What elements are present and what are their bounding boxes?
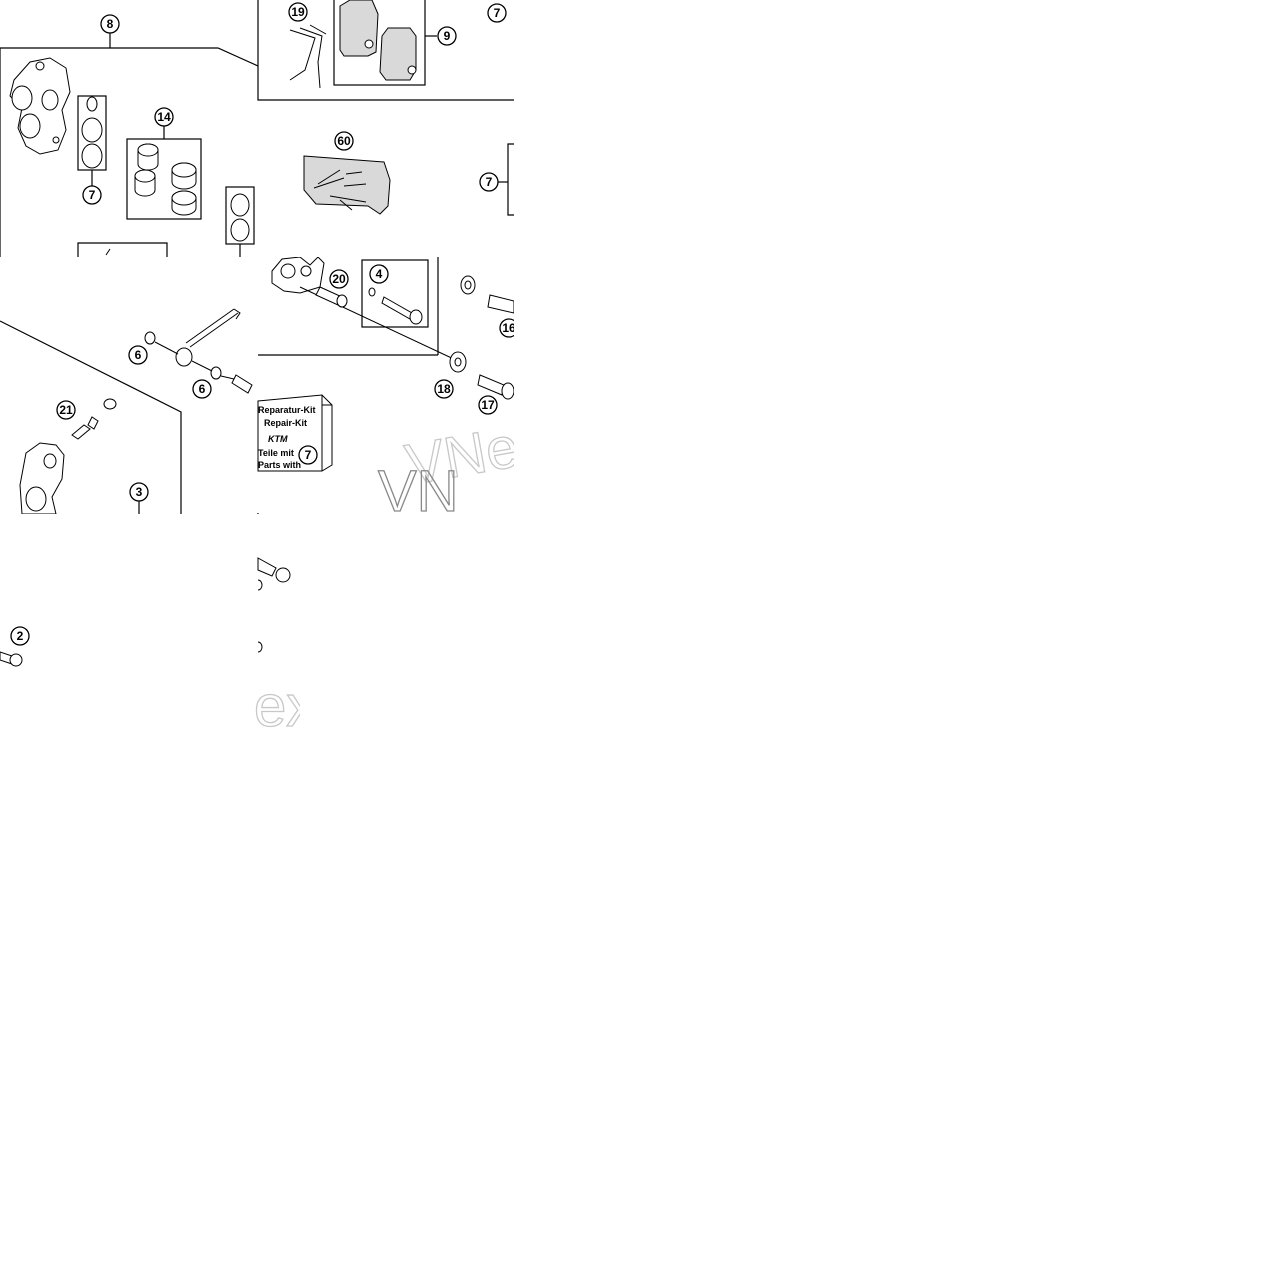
- callout-18: 18: [434, 379, 454, 399]
- bleeder-valve-part: [71, 398, 117, 440]
- svg-text:19: 19: [291, 5, 305, 19]
- svg-text:21: 21: [59, 403, 73, 417]
- caliper-assembly-drawing: 8 19 9 7: [0, 0, 514, 257]
- callout-2: 2: [10, 626, 30, 646]
- bolt-lower-fragment: [257, 641, 263, 653]
- callout-14: 14: [154, 107, 174, 127]
- caliper-bracket-part: [271, 257, 325, 294]
- repair-kit-callout: 7: [305, 448, 312, 462]
- svg-text:6: 6: [199, 382, 206, 396]
- bolt-2-part: [0, 651, 23, 667]
- callout-21: 21: [56, 400, 76, 420]
- bolt-4-part: [368, 287, 423, 325]
- svg-text:2: 2: [17, 629, 24, 643]
- callout-7-top: 7: [487, 3, 507, 23]
- bracket-outline-left: [0, 320, 182, 514]
- seal-rings-part: [81, 96, 103, 169]
- callout-16: 16: [499, 318, 514, 338]
- piston-box: [126, 138, 202, 220]
- pin-16-part: [487, 294, 514, 314]
- pistons-part: [134, 143, 197, 216]
- watermark-fragment: ex: [254, 674, 300, 739]
- svg-text:16: 16: [502, 321, 514, 335]
- callout-7-right: 7: [479, 172, 499, 192]
- svg-text:7: 7: [89, 188, 96, 202]
- callout-6-b: 6: [192, 379, 212, 399]
- svg-text:17: 17: [481, 398, 495, 412]
- bolt-box-4: [361, 259, 429, 328]
- bolts-drawing: 2 ex: [0, 557, 300, 740]
- pad-box: [333, 0, 426, 86]
- svg-text:3: 3: [136, 485, 143, 499]
- callout-3: 3: [129, 482, 149, 502]
- caliper-housing-part: [9, 57, 71, 155]
- mounting-hardware-drawing: 20 4 16 18 17: [0, 257, 514, 514]
- brake-pad-part: [339, 0, 417, 81]
- pin-20-part: [315, 286, 348, 308]
- repair-kit-line4: Parts with: [258, 460, 301, 470]
- callout-60: 60: [334, 131, 354, 151]
- callout-8-label: 8: [107, 17, 114, 31]
- callout-20: 20: [329, 269, 349, 289]
- diagram-tile-mounting-hardware: 20 4 16 18 17: [0, 257, 514, 514]
- spring-clip-part: [289, 24, 327, 89]
- callout-7-left: 7: [82, 185, 102, 205]
- bolt-17-part: [477, 374, 505, 396]
- callout-19: 19: [288, 2, 308, 22]
- repair-kit-logo: KTM: [268, 434, 288, 444]
- svg-text:60: 60: [337, 134, 351, 148]
- svg-text:14: 14: [157, 110, 171, 124]
- svg-text:6: 6: [135, 348, 142, 362]
- svg-text:20: 20: [332, 272, 346, 286]
- svg-text:7: 7: [494, 6, 501, 20]
- repair-kit-line3: Teile mit: [258, 448, 294, 458]
- slide-pin-part: [144, 308, 253, 394]
- diagram-tile-bolts: 2 ex: [0, 514, 300, 744]
- watermark-text-2: VN: [378, 459, 459, 514]
- svg-text:9: 9: [444, 29, 451, 43]
- callout-17: 17: [478, 395, 498, 415]
- pad-box-outline: [257, 0, 514, 101]
- repair-kit-line2: Repair-Kit: [264, 418, 307, 428]
- heat-shield-part: [303, 155, 391, 215]
- svg-text:7: 7: [486, 175, 493, 189]
- callout-6-a: 6: [128, 345, 148, 365]
- caliper-lower-part: [19, 442, 65, 514]
- svg-text:18: 18: [437, 382, 451, 396]
- bracket-line-8: [0, 47, 259, 67]
- bolt-upper-part: [257, 557, 291, 591]
- repair-kit-line1: Reparatur-Kit: [258, 405, 316, 415]
- callout-4: 4: [369, 264, 389, 284]
- svg-text:4: 4: [376, 267, 383, 281]
- callout-9: 9: [437, 26, 457, 46]
- repair-kit-box: Reparatur-Kit Repair-Kit KTM Teile mit P…: [257, 394, 333, 472]
- diagram-tile-caliper-assembly: 8 19 9 7: [0, 0, 514, 257]
- callout-8: 8: [100, 14, 120, 34]
- lower-box-outline: [77, 242, 168, 257]
